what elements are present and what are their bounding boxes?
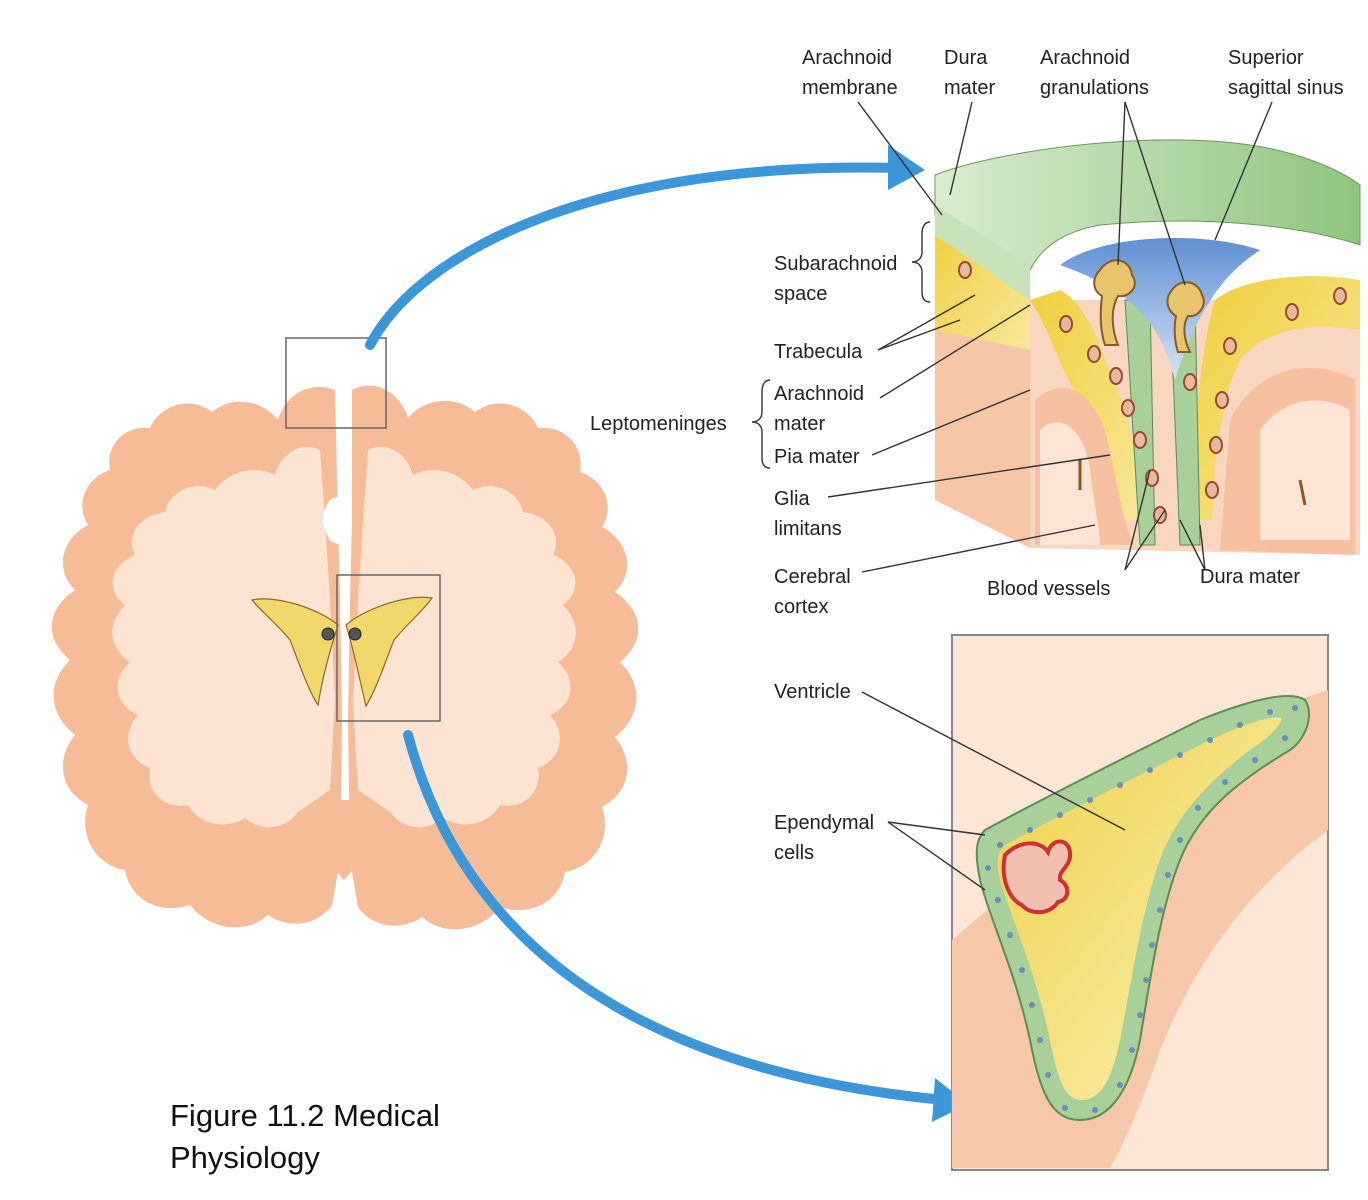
arrow-to-ventricle-head [932, 1078, 968, 1122]
meninges-block [751, 139, 1361, 555]
label-superior-sagittal-sinus: Superior sagittal sinus [1228, 47, 1344, 99]
arachnoid-granulation-left [1093, 259, 1136, 346]
right-lateral-ventricle [345, 596, 434, 708]
label-arachnoid-mater: Arachnoid mater [774, 383, 870, 435]
brain-coronal-section [51, 337, 639, 930]
label-dura-mater-top: Dura mater [944, 47, 995, 99]
left-white-matter [112, 446, 336, 828]
label-arachnoid-membrane: Arachnoid membrane [802, 47, 898, 99]
choroid-plexus-right [348, 627, 362, 641]
label-cerebral-cortex: Cerebral cortex [774, 566, 856, 618]
figure-caption: Figure 11.2 Medical Physiology [170, 1098, 449, 1175]
choroid-plexus-left [321, 627, 335, 641]
label-glia-limitans: Glia limitans [774, 488, 842, 540]
ependymal-nuclei [985, 705, 1298, 1113]
left-lateral-ventricle [250, 598, 339, 707]
subarachnoid-bracket [911, 221, 931, 303]
leptomeninges-bracket [751, 379, 771, 469]
arachnoid-granulation-right [1166, 281, 1205, 353]
ventricle-cavity [997, 717, 1282, 1100]
label-pia-mater: Pia mater [774, 446, 860, 468]
label-ependymal-cells: Ependymal cells [774, 812, 880, 864]
arrow-to-meninges [365, 162, 905, 350]
ventricle-zoom-box [336, 574, 441, 722]
brainstem [318, 800, 370, 880]
label-arachnoid-granulations: Arachnoid granulations [1040, 47, 1149, 99]
label-trabecula: Trabecula [774, 341, 863, 363]
meninges-zoom-box [285, 337, 387, 429]
choroid-plexus [1001, 839, 1073, 915]
diagram-labels: Arachnoid membrane Dura mater Arachnoid … [170, 47, 1344, 1175]
arrow-to-ventricle [403, 730, 950, 1105]
label-blood-vessels: Blood vessels [987, 578, 1110, 600]
leader-lines [827, 101, 1273, 891]
label-subarachnoid-space: Subarachnoid space [774, 253, 903, 305]
ventricle-panel [951, 634, 1329, 1171]
label-ventricle: Ventricle [774, 681, 851, 703]
dura-mater-slab [934, 139, 1361, 271]
label-dura-mater-bottom: Dura mater [1200, 566, 1300, 588]
blood-vessel-ovals [958, 261, 1347, 524]
label-leptomeninges: Leptomeninges [590, 413, 727, 435]
